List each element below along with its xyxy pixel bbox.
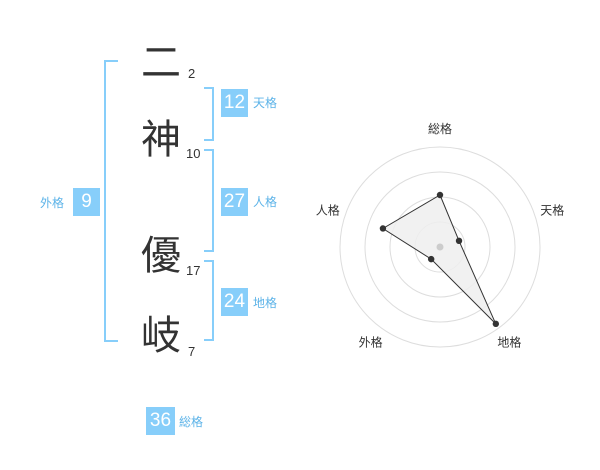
name-char-1: 二 <box>141 40 181 86</box>
stroke-count-3: 17 <box>186 263 201 278</box>
chikaku-value: 24 <box>221 288 248 316</box>
soukaku-value: 36 <box>146 407 175 435</box>
radar-axis-label-1: 総格 <box>428 121 452 136</box>
radar-point-3 <box>492 320 500 328</box>
radar-ring-4 <box>339 146 541 348</box>
name-char-3: 優 <box>141 233 181 279</box>
radar-axis-label-5: 人格 <box>316 203 340 218</box>
gaikaku-bracket <box>104 60 118 342</box>
name-char-2: 神 <box>141 117 181 163</box>
radar-point-5 <box>379 225 387 232</box>
radar-ring-3 <box>364 171 516 323</box>
stroke-count-1: 2 <box>188 66 196 81</box>
radar-center-dot <box>436 243 444 251</box>
tenkaku-label: 天格 <box>253 96 278 110</box>
radar-axis-label-3: 地格 <box>497 334 521 349</box>
gaikaku-value: 9 <box>73 188 100 216</box>
jinkaku-bracket <box>204 149 214 252</box>
tenkaku-bracket <box>204 87 214 141</box>
tenkaku-value: 12 <box>221 89 248 117</box>
chikaku-label: 地格 <box>253 296 278 310</box>
radar-point-4 <box>427 255 435 263</box>
radar-axis-label-4: 外格 <box>359 334 383 349</box>
jinkaku-value: 27 <box>221 188 248 216</box>
stroke-count-4: 7 <box>188 344 196 359</box>
gaikaku-label: 外格 <box>40 196 65 210</box>
chikaku-bracket <box>204 260 214 341</box>
jinkaku-label: 人格 <box>253 195 278 209</box>
name-char-4: 岐 <box>141 313 181 359</box>
radar-point-1 <box>436 191 444 199</box>
radar-point-2 <box>455 237 463 245</box>
soukaku-label: 総格 <box>179 415 204 429</box>
radar-axis-label-2: 天格 <box>540 203 564 218</box>
stroke-count-2: 10 <box>186 146 201 161</box>
radar-polygon <box>381 194 497 325</box>
